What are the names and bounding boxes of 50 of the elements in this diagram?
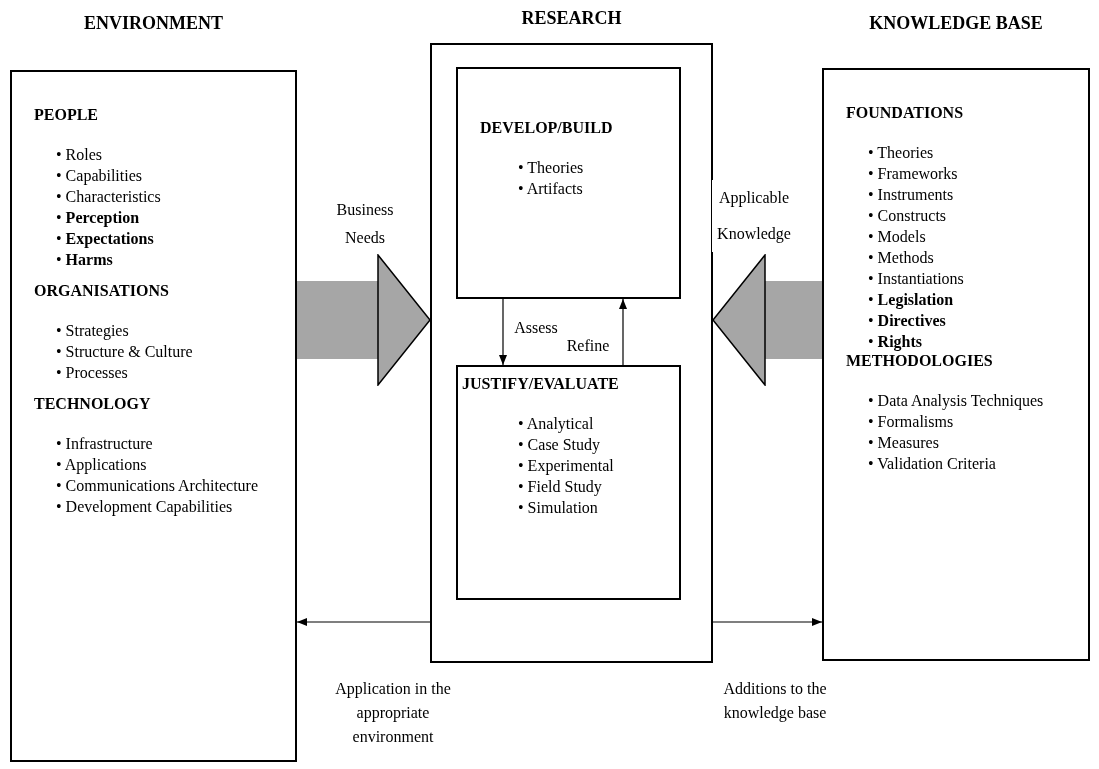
- list-item: • Legislation: [868, 290, 955, 310]
- section-heading: JUSTIFY/EVALUATE: [462, 375, 620, 393]
- arrow: [296, 618, 431, 626]
- list-item: • Applications: [56, 455, 148, 475]
- list-item: • Expectations: [56, 229, 155, 249]
- list-item: • Theories: [518, 158, 585, 178]
- list-item: • Development Capabilities: [56, 497, 234, 517]
- arrow: [712, 618, 823, 626]
- list-item: • Perception: [56, 208, 141, 228]
- list-item: • Capabilities: [56, 166, 144, 186]
- list-item: • Directives: [868, 311, 947, 331]
- list-item: • Analytical: [518, 414, 595, 434]
- list-item: • Case Study: [518, 435, 602, 455]
- block-arrow: [297, 254, 431, 386]
- list-item: • Formalisms: [868, 412, 955, 432]
- list-item: • Structure & Culture: [56, 342, 194, 362]
- section-heading: ORGANISATIONS: [34, 282, 170, 300]
- list-item: • Data Analysis Techniques: [868, 391, 1045, 411]
- list-item: • Strategies: [56, 321, 130, 341]
- list-item: • Communications Architecture: [56, 476, 259, 496]
- list-item: • Simulation: [518, 498, 599, 518]
- list-item: • Instruments: [868, 185, 955, 205]
- list-item: • Processes: [56, 363, 129, 383]
- list-item: • Experimental: [518, 456, 615, 476]
- arrow: [499, 298, 507, 366]
- section-heading: TECHNOLOGY: [34, 395, 152, 413]
- column-heading: RESEARCH: [521, 7, 622, 29]
- list-item: • Rights: [868, 332, 924, 352]
- list-item: • Artifacts: [518, 179, 584, 199]
- list-item: • Theories: [868, 143, 935, 163]
- list-item: • Measures: [868, 433, 940, 453]
- list-item: • Frameworks: [868, 164, 959, 184]
- list-item: • Field Study: [518, 477, 603, 497]
- list-item: • Roles: [56, 145, 104, 165]
- block-arrow: [712, 254, 822, 386]
- section-heading: METHODOLOGIES: [846, 352, 994, 370]
- column-heading: KNOWLEDGE BASE: [869, 12, 1043, 34]
- section-heading: FOUNDATIONS: [846, 104, 965, 122]
- list-item: • Infrastructure: [56, 434, 154, 454]
- list-item: • Models: [868, 227, 927, 247]
- list-item: • Constructs: [868, 206, 948, 226]
- list-item: • Methods: [868, 248, 935, 268]
- list-item: • Harms: [56, 250, 114, 270]
- column-heading: ENVIRONMENT: [84, 12, 223, 34]
- list-item: • Instantiations: [868, 269, 965, 289]
- list-item: • Characteristics: [56, 187, 162, 207]
- arrow: [619, 298, 627, 366]
- list-item: • Validation Criteria: [868, 454, 997, 474]
- section-heading: PEOPLE: [34, 106, 99, 124]
- section-heading: DEVELOP/BUILD: [480, 119, 614, 137]
